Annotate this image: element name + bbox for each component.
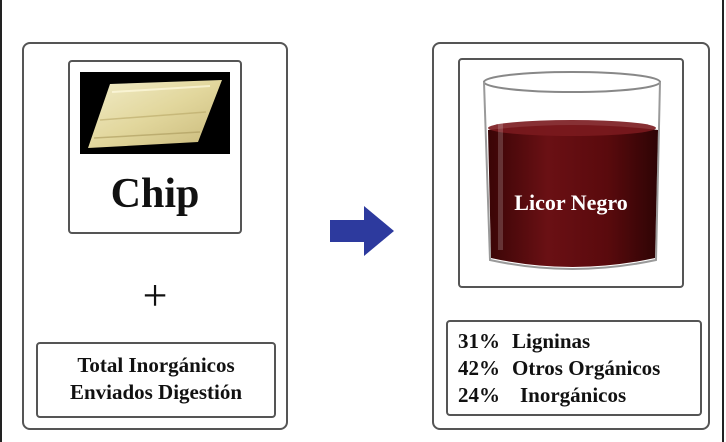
chip-card: Chip [68, 60, 242, 234]
inorganics-line-1: Total Inorgánicos [77, 353, 235, 377]
diagram-title: g [0, 0, 726, 20]
plus-sign: + [142, 271, 168, 320]
composition-row: 31% Ligninas [458, 328, 590, 355]
composition-name: Inorgánicos [520, 383, 627, 407]
beaker-label: Licor Negro [514, 190, 628, 215]
inorganics-line-2: Enviados Digestión [69, 380, 243, 404]
composition-box: 31% Ligninas 42% Otros Orgánicos 24% Inorgá… [446, 320, 702, 416]
chip-image [80, 72, 230, 154]
wood-chip-icon [88, 80, 222, 148]
input-panel: Chip + Total Inorgánicos Enviados Digest… [22, 42, 288, 430]
right-arrow-icon [330, 206, 394, 256]
composition-percent: 31% [458, 329, 500, 353]
composition-row: 24% Inorgánicos [458, 382, 626, 409]
composition-row: 42% Otros Orgánicos [458, 355, 660, 382]
composition-name: Ligninas [512, 329, 591, 353]
inorganics-sent-box: Total Inorgánicos Enviados Digestión [36, 342, 276, 418]
output-panel: Licor Negro 31% Ligninas 42% Otros Orgánic… [432, 42, 710, 430]
beaker-card: Licor Negro [458, 58, 684, 288]
beaker-icon [483, 71, 661, 270]
composition-percent: 24% [458, 383, 500, 407]
composition-percent: 42% [458, 356, 500, 380]
composition-name: Otros Orgánicos [512, 356, 661, 380]
chip-label: Chip [110, 171, 200, 217]
